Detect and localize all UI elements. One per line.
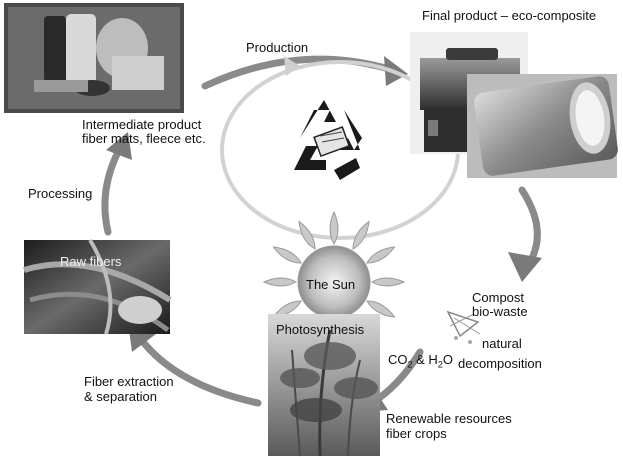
leaf-decomposition-icon [446,310,481,344]
arrow-processing [101,144,124,236]
fiber-extraction-label: Fiber extraction [84,374,174,389]
decomposition-label: decomposition [458,356,542,371]
separation-label: & separation [84,389,157,404]
final-product-label: Final product – eco-composite [422,8,597,23]
fiber-crops-photo [268,314,380,457]
compost-label: Compost [472,290,525,305]
raw-fibers-photo [23,238,172,335]
processing-label: Processing [28,186,93,201]
raw-fibers-label: Raw fibers [60,254,122,269]
arrowhead-processing [106,132,132,160]
arrowhead-compost [508,252,542,282]
natural-label: natural [482,336,522,351]
fiber-crops-label: fiber crops [386,426,447,441]
inner-ring-arrowhead [284,56,300,76]
arrow-to-compost [518,186,541,266]
renewable-resources-label: Renewable resources [386,411,512,426]
co2-h2o-label: CO2 & H2O [388,352,453,370]
tube-photo [467,74,618,178]
bio-waste-label: bio-waste [472,304,528,319]
sun-icon [262,210,406,354]
arrow-fiber-extraction [136,334,262,407]
intermediate-product-photo [4,3,184,113]
production-label: Production [246,40,309,55]
recycle-icon [294,100,362,180]
the-sun-label: The Sun [306,277,356,292]
intermediate-product-sublabel: fiber mats, fleece etc. [82,131,206,146]
intermediate-product-label: Intermediate product [82,117,202,132]
photosynthesis-label: Photosynthesis [276,322,365,337]
